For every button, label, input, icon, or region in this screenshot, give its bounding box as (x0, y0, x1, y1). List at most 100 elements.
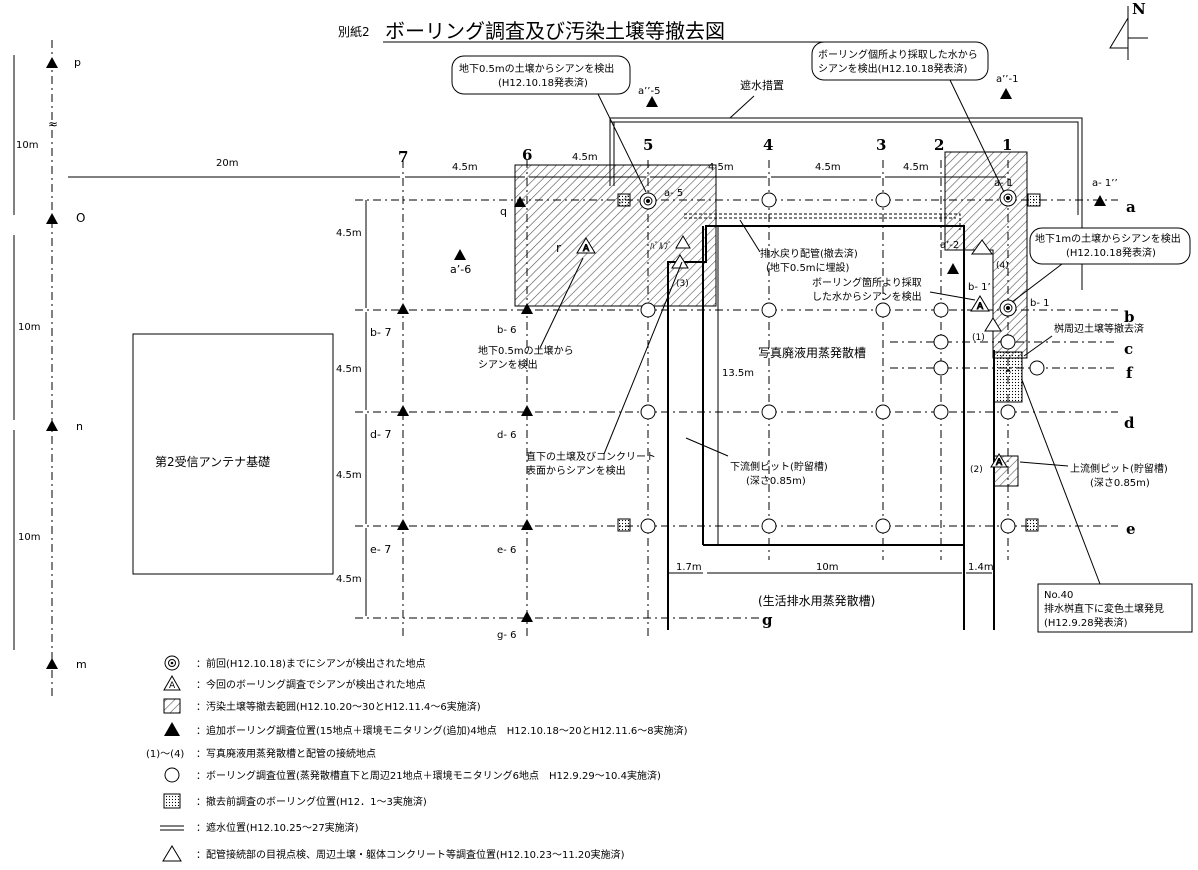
label-c4: (4) (996, 261, 1009, 271)
downstream-pit-label: 下流側ピット(貯留槽) (730, 460, 828, 473)
label-b6: b- 6 (497, 325, 517, 336)
chokka-leader (603, 261, 683, 455)
legend-item: ：今回のボーリング調査でシアンが検出された地点 (196, 678, 426, 691)
removal-area-left (514, 164, 717, 307)
label-a2p: a’-2 (940, 240, 959, 251)
label-e6: e- 6 (497, 545, 516, 556)
legend-double-line-icon (160, 825, 184, 831)
dim-10m: 10m (18, 532, 40, 543)
title-prefix: 別紙2 (338, 24, 370, 39)
label-c2: (2) (970, 465, 983, 475)
label-c1: (1) (972, 333, 985, 343)
no40-callout: No.40 排水桝直下に変色土壌発見 (H12.9.28発表済) (1021, 379, 1193, 633)
dim-45m: 4.5m (336, 364, 362, 375)
cyanide-detected-markers (639, 189, 1017, 317)
dim-10m: 10m (816, 562, 838, 573)
row-label: f (1126, 364, 1134, 382)
label-b1: b- 1 (1030, 298, 1050, 309)
col-label: 2 (934, 136, 944, 154)
svg-text:地下0.5mの土壌からシアンを検出: 地下0.5mの土壌からシアンを検出 (459, 62, 614, 75)
boring-positions (640, 192, 1045, 534)
svg-text:シアンを検出(H12.10.18発表済): シアンを検出(H12.10.18発表済) (818, 62, 968, 75)
left-point-label: p (74, 56, 81, 69)
dim-135m: 13.5m (722, 368, 754, 379)
label-q: q (500, 205, 507, 218)
label-r: r (556, 241, 561, 255)
legend-hatch-icon (163, 698, 181, 714)
svg-text:A: A (996, 458, 1003, 468)
upstream-pit-top (993, 351, 1023, 403)
svg-text:地下1mの土壌からシアンを検出: 地下1mの土壌からシアンを検出 (1035, 232, 1181, 245)
chokka-label-2: 表面からシアンを検出 (526, 464, 626, 477)
dimension-lines (13, 55, 1006, 650)
boring-water-label: ボーリング箇所より採取 (812, 276, 922, 289)
drain-pipe-leader (739, 219, 761, 253)
page-title: ボーリング調査及び汚染土壌等撤去図 (385, 19, 725, 43)
living-tank-label: (生活排水用蒸発散槽) (758, 593, 875, 608)
label-a6p: a’-6 (450, 263, 471, 276)
downstream-leader (685, 437, 729, 457)
label-a5: a- 5 (664, 188, 683, 199)
north-label: N (1132, 0, 1146, 18)
pit-x-mark: × (1004, 365, 1012, 376)
additional-boring-markers (46, 57, 1106, 669)
dim-10m: 10m (16, 140, 38, 151)
boring-water-label-2: した水からシアンを検出 (812, 290, 922, 303)
label-a1pp2: a’’-1 (996, 74, 1018, 85)
shielding-label: 遮水措置 (740, 78, 784, 92)
dim-45m: 4.5m (572, 152, 598, 163)
dim-20m: 20m (216, 158, 238, 169)
legend-connection-label: (1)～(4) (146, 749, 184, 760)
chika05-label-2: シアンを検出 (478, 358, 538, 371)
legend-item: ：ボーリング調査位置(蒸発散槽直下と周辺21地点＋環境モニタリング6地点 H12… (196, 769, 661, 782)
row-label: d (1124, 414, 1135, 432)
left-point-label: O (76, 211, 85, 225)
antenna-label: 第2受信アンテナ基礎 (155, 455, 270, 469)
label-d7: d- 7 (370, 428, 391, 441)
label-a1: a- 1 (994, 178, 1013, 189)
masu-label: 桝周辺土壌等撤去済 (1054, 322, 1144, 335)
shielding-lines (609, 117, 1083, 290)
legend-open-triangle-icon (162, 845, 182, 862)
svg-text:(H12.9.28発表済): (H12.9.28発表済) (1044, 616, 1128, 629)
svg-text:排水桝直下に変色土壌発見: 排水桝直下に変色土壌発見 (1044, 602, 1164, 615)
dim-45m: 4.5m (336, 470, 362, 481)
legend-item: ：追加ボーリング調査位置(15地点＋環境モニタリング(追加)4地点 H12.10… (196, 724, 688, 737)
legend-item: ：前回(H12.10.18)までにシアンが検出された地点 (196, 657, 425, 670)
label-valve: ﾊﾞﾙﾌﾞ (650, 241, 673, 252)
label-a1pp: a- 1’’ (1092, 178, 1118, 189)
label-b1p: b- 1’ (968, 282, 991, 293)
svg-text:No.40: No.40 (1044, 590, 1073, 601)
dim-45m: 4.5m (336, 228, 362, 239)
svg-text:(H12.10.18発表済): (H12.10.18発表済) (498, 76, 588, 89)
dim-14m: 1.4m (968, 562, 994, 573)
removal-area-right (944, 151, 1028, 359)
upstream-pit-label: 上流側ピット(貯留槽) (1070, 462, 1168, 475)
col-label: 1 (1002, 136, 1012, 154)
photo-tank-label: 写真廃液用蒸発散槽 (758, 345, 866, 360)
dim-45m: 4.5m (903, 162, 929, 173)
label-a5pp: a’’-5 (638, 86, 660, 97)
legend-circle-icon (164, 767, 180, 783)
row-label: e (1126, 520, 1136, 538)
callout-top-left: 地下0.5mの土壌からシアンを検出 (H12.10.18発表済) (451, 55, 647, 193)
legend-triangle-a-icon: A (163, 674, 181, 691)
dim-45m: 4.5m (708, 162, 734, 173)
label-g6: g- 6 (497, 630, 517, 641)
left-point-label: m (76, 658, 87, 671)
current-cyanide-markers: A A A (576, 235, 1008, 469)
north-arrow-icon: N (1109, 0, 1148, 60)
upstream-leader (1019, 461, 1069, 467)
left-point-label: n (76, 420, 83, 433)
col-label: 4 (763, 136, 773, 154)
label-d6: d- 6 (497, 430, 517, 441)
callout-top-right: ボーリング個所より採取した水から シアンを検出(H12.10.18発表済) (811, 41, 1005, 193)
drain-pipe-label-2: (地下0.5mに埋設) (766, 261, 850, 274)
row-label: a (1126, 198, 1136, 216)
chika05-leader (539, 257, 584, 349)
row-label: g (762, 611, 773, 629)
legend-dotted-square-icon (163, 793, 181, 809)
label-c3: (3) (676, 279, 689, 289)
